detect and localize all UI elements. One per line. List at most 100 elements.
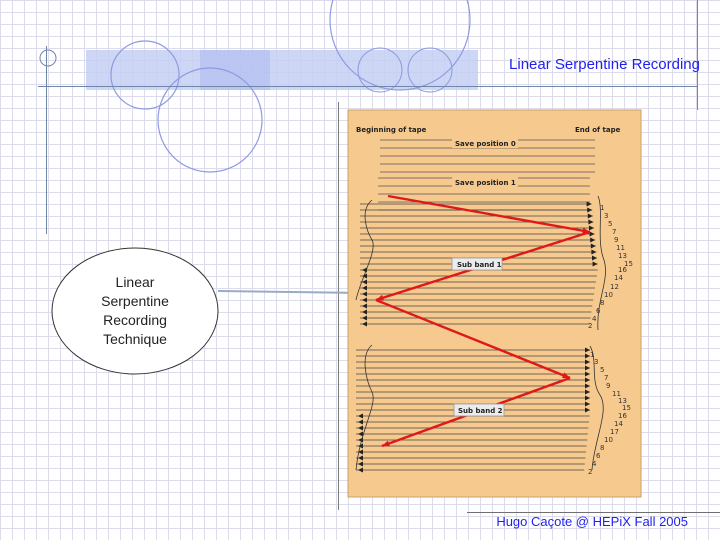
band-brace-right-2 [589,345,604,471]
track-arrow-left [362,321,367,327]
band-1-odd-track-number: 15 [624,260,633,268]
band-2-odd-track-number: 13 [618,397,627,405]
track-arrow-right [585,371,590,377]
track-arrow-right [587,213,593,219]
track-arrow-right [589,231,595,237]
track-arrow-right [585,359,590,365]
track-arrow-right [585,377,590,383]
callout-label: Linear Serpentine Recording Technique [101,274,169,347]
track-arrow-left [362,279,367,285]
callout-text: Linear Serpentine Recording Technique [52,248,218,374]
track-arrow-right [585,401,590,407]
left-vertical-rule [46,46,47,234]
end-of-tape-label: End of tape [575,126,621,134]
band-2-even-track-number: 16 [618,412,627,420]
tape-background [347,109,642,498]
track-arrow-right [592,261,598,267]
band-2-even-track-number: 4 [592,460,597,468]
track-arrow-right [585,389,590,395]
subband-1-label: Sub band 1 [457,261,502,269]
track-arrow-right [589,225,594,231]
beginning-of-tape-label: Beginning of tape [356,126,427,134]
right-vertical-rule [697,0,698,110]
track-arrow-right [585,353,590,359]
band-2-odd-track-number: 5 [600,366,604,374]
track-arrow-right [585,407,590,413]
track-arrow-left [362,303,367,309]
band-2-odd-track-number: 1 [590,351,594,359]
save-position-0-bg [452,138,518,148]
subband-1-box [451,257,503,271]
band-1-odd-track-number: 13 [618,252,627,260]
band-2-odd-track-number: 7 [604,374,608,382]
track-arrow-left [362,291,367,297]
serpentine-arrow-3 [375,298,571,380]
footer-rule [467,512,720,513]
band-1-even-track-number: 12 [610,283,619,291]
band-2-odd-track-number: 9 [606,382,610,390]
track-arrow-right [588,219,594,225]
footer-text: Hugo Caçote @ HEPiX Fall 2005 [496,514,688,529]
band-2-even-track-number: 6 [596,452,601,460]
band-brace-left-1 [355,199,374,301]
serpentine-arrow-1 [387,194,591,234]
track-arrow-left [362,315,367,321]
save-position-1-label: Save position 1 [455,179,516,187]
band-1-even-track-number: 10 [604,291,613,299]
band-2-odd-track-number: 11 [612,390,621,398]
band-1-even-track-number: 14 [614,274,623,282]
track-arrow-left [358,419,363,425]
band-1-even-track-number: 6 [596,307,601,315]
band-1-odd-track-number: 3 [604,212,608,220]
band-2-even-track-number: 8 [600,444,604,452]
track-arrow-left [362,285,367,291]
band-1-odd-track-number: 9 [614,236,618,244]
track-arrow-right [590,243,596,249]
track-arrow-left [362,297,367,303]
subband-2-label: Sub band 2 [458,407,503,415]
band-1-even-track-number: 4 [592,315,597,323]
track-arrow-right [592,255,597,261]
band-2-even-track-number: 10 [604,436,613,444]
figure-left-rule [338,102,339,510]
track-arrow-right [585,347,590,353]
band-brace-left-2 [355,344,374,471]
subband-2-box [453,403,505,417]
serpentine-arrow-2-head [376,294,384,301]
track-arrow-left [358,467,363,473]
slide-title: Linear Serpentine Recording [509,56,700,73]
band-2-even-track-number: 17 [610,428,619,436]
track-arrow-left [358,431,363,437]
band-1-even-track-number: 2 [588,322,592,330]
band-2-odd-track-number: 3 [594,358,598,366]
band-1-odd-track-number: 7 [612,228,616,236]
track-arrow-left [358,455,363,461]
band-2-even-track-number: 14 [614,420,623,428]
band-2-odd-track-number: 15 [622,404,631,412]
track-arrow-left [358,425,363,431]
band-1-even-track-number: 8 [600,299,604,307]
track-arrow-left [358,461,363,467]
serpentine-arrow-4-head [382,440,390,447]
track-arrow-right [585,383,590,389]
save-position-0-label: Save position 0 [455,140,516,148]
band-2-even-track-number: 2 [588,468,592,476]
track-arrow-right [591,249,597,255]
band-1-odd-track-number: 5 [608,220,612,228]
band-1-odd-track-number: 11 [616,244,625,252]
track-arrow-right [585,365,590,371]
track-arrow-right [585,395,590,401]
save-position-1-bg [452,177,518,187]
track-arrow-left [358,449,363,455]
track-arrow-left [362,309,367,315]
title-underline-rule [38,86,698,87]
serpentine-arrow-3-head [562,372,570,379]
track-arrow-left [358,413,363,419]
track-arrow-right [586,201,592,207]
track-arrow-right [590,237,596,243]
track-arrow-right [587,207,593,213]
band-1-odd-track-number: 1 [600,204,604,212]
band-1-even-track-number: 16 [618,266,627,274]
